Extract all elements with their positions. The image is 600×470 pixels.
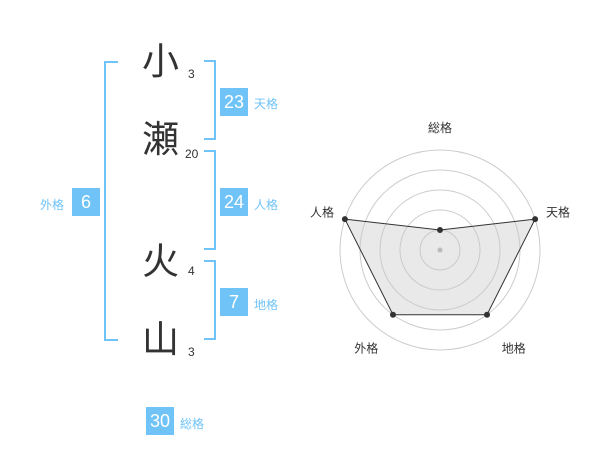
gaikaku-bracket <box>104 61 118 341</box>
name-char-4: 山 <box>142 318 179 361</box>
radar-axis-label: 地格 <box>502 341 526 356</box>
radar-center-dot <box>437 247 443 253</box>
chikaku-bracket <box>204 260 216 340</box>
soukaku-value: 30 <box>146 407 174 435</box>
tenkaku-bracket <box>204 60 216 140</box>
gaikaku-label: 外格 <box>40 198 65 212</box>
jinkaku-label: 人格 <box>254 198 279 212</box>
radar-grid-ring <box>379 189 501 311</box>
gaikaku-value: 6 <box>72 188 100 216</box>
tenkaku-value: 23 <box>220 88 248 116</box>
name-char-2: 瀬 <box>142 118 179 161</box>
radar-data-point <box>437 227 443 233</box>
jinkaku-bracket <box>204 150 216 250</box>
name-char-3: 火 <box>142 240 179 283</box>
chikaku-value: 7 <box>220 288 248 316</box>
radar-data-point <box>389 311 396 318</box>
stroke-count-4: 3 <box>188 345 195 359</box>
radar-data-point <box>532 216 539 223</box>
radar-grid-ring <box>339 149 541 351</box>
soukaku-label: 総格 <box>180 417 205 431</box>
stroke-count-2: 20 <box>185 147 199 161</box>
stroke-count-3: 4 <box>188 264 195 278</box>
jinkaku-value: 24 <box>220 188 248 216</box>
radar-axis-label: 外格 <box>354 341 378 356</box>
radar-data-area <box>344 218 536 316</box>
radar-data-point <box>341 216 348 223</box>
name-char-1: 小 <box>142 40 179 83</box>
chikaku-label: 地格 <box>254 298 279 312</box>
radar-data-point <box>484 311 491 318</box>
tenkaku-label: 天格 <box>254 97 279 111</box>
radar-axis-label: 人格 <box>310 204 334 219</box>
radar-axis-label: 総格 <box>428 120 452 135</box>
radar-grid-ring <box>399 209 481 291</box>
stroke-count-1: 3 <box>188 67 195 81</box>
radar-axis-label: 天格 <box>546 204 570 219</box>
